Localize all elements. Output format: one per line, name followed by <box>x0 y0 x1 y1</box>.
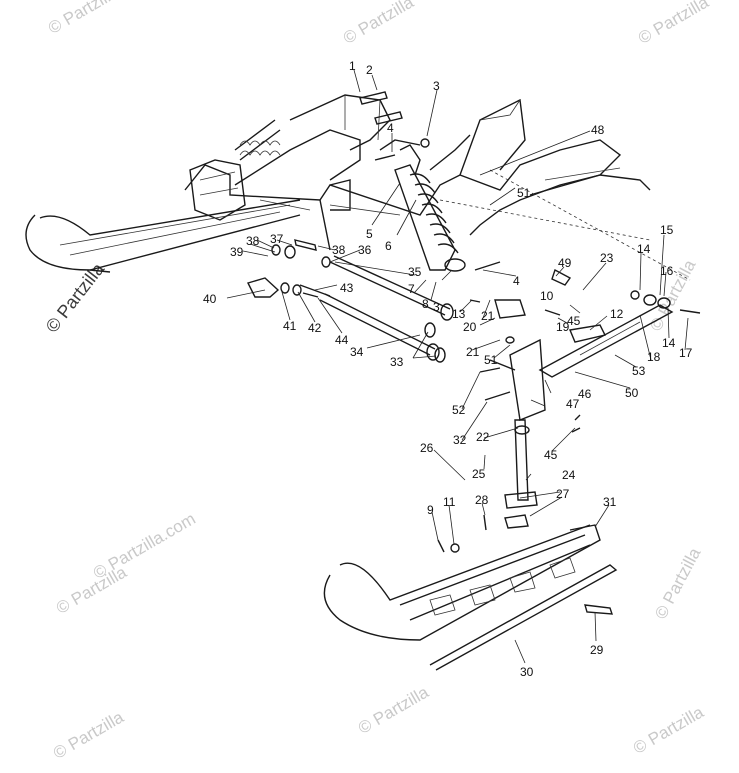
callout-25: 25 <box>472 467 486 481</box>
callout-51-mid: 51 <box>484 353 498 367</box>
callout-9: 9 <box>427 503 434 517</box>
trailing-arm <box>538 268 701 378</box>
callout-24: 24 <box>562 468 576 482</box>
callout-49: 49 <box>558 256 572 270</box>
tie-rods-and-arms <box>246 239 501 363</box>
callout-13: 13 <box>452 307 466 321</box>
callout-19: 19 <box>556 320 570 334</box>
callout-15: 15 <box>660 223 674 237</box>
callout-34: 34 <box>350 345 364 359</box>
callout-45-top: 45 <box>567 314 581 328</box>
callout-7: 7 <box>408 282 415 296</box>
callout-14-bottom: 14 <box>662 336 676 350</box>
spindle-assembly <box>469 299 581 531</box>
callout-8: 8 <box>422 297 429 311</box>
callout-4-top: 4 <box>387 121 394 135</box>
callout-45-bottom: 45 <box>544 448 558 462</box>
callout-12: 12 <box>610 307 624 321</box>
callout-20: 20 <box>463 320 477 334</box>
callout-39: 39 <box>230 245 244 259</box>
left-ski <box>25 199 301 273</box>
callout-33: 33 <box>390 355 404 369</box>
main-shock-absorber <box>379 139 466 272</box>
callout-30: 30 <box>520 665 534 679</box>
upper-pivot-pins <box>359 91 430 161</box>
callout-53: 53 <box>632 364 646 378</box>
callout-18: 18 <box>647 350 661 364</box>
callout-1: 1 <box>349 59 356 73</box>
callout-35: 35 <box>408 265 422 279</box>
callout-labels: 1 2 3 4 5 6 7 8 3 4 9 10 11 12 13 14 14 … <box>203 59 693 679</box>
callout-44: 44 <box>335 333 349 347</box>
callout-23: 23 <box>600 251 614 265</box>
callout-51-top: 51 <box>517 186 531 200</box>
callout-27: 27 <box>556 487 570 501</box>
callout-26: 26 <box>420 441 434 455</box>
callout-3-mid: 3 <box>433 300 440 314</box>
callout-14-top: 14 <box>637 242 651 256</box>
callout-38-right: 38 <box>332 243 346 257</box>
callout-3-top: 3 <box>433 79 440 93</box>
callout-10: 10 <box>540 289 554 303</box>
callout-42: 42 <box>308 321 322 335</box>
callout-11: 11 <box>443 495 456 509</box>
callout-43: 43 <box>340 281 354 295</box>
callout-4-mid: 4 <box>513 274 520 288</box>
callout-38-left: 38 <box>246 234 260 248</box>
callout-31: 31 <box>603 495 617 509</box>
callout-40: 40 <box>203 292 217 306</box>
callout-48: 48 <box>591 123 605 137</box>
callout-22: 22 <box>476 430 490 444</box>
callout-5: 5 <box>366 227 373 241</box>
callout-52: 52 <box>452 403 466 417</box>
callout-41: 41 <box>283 319 297 333</box>
callout-17: 17 <box>679 346 693 360</box>
callout-2: 2 <box>366 63 373 77</box>
callout-21-a: 21 <box>481 309 495 323</box>
callout-21-b: 21 <box>466 345 480 359</box>
callout-29: 29 <box>590 643 604 657</box>
callout-36: 36 <box>358 243 372 257</box>
callout-6: 6 <box>385 239 392 253</box>
callout-28: 28 <box>475 493 489 507</box>
callout-46: 46 <box>578 387 592 401</box>
callout-16: 16 <box>660 264 674 278</box>
callout-47: 47 <box>566 397 580 411</box>
chassis-frame <box>184 94 691 281</box>
callout-37: 37 <box>270 232 284 246</box>
callout-50: 50 <box>625 386 639 400</box>
leader-lines <box>226 69 689 664</box>
callout-32: 32 <box>453 433 467 447</box>
right-ski <box>323 524 618 671</box>
